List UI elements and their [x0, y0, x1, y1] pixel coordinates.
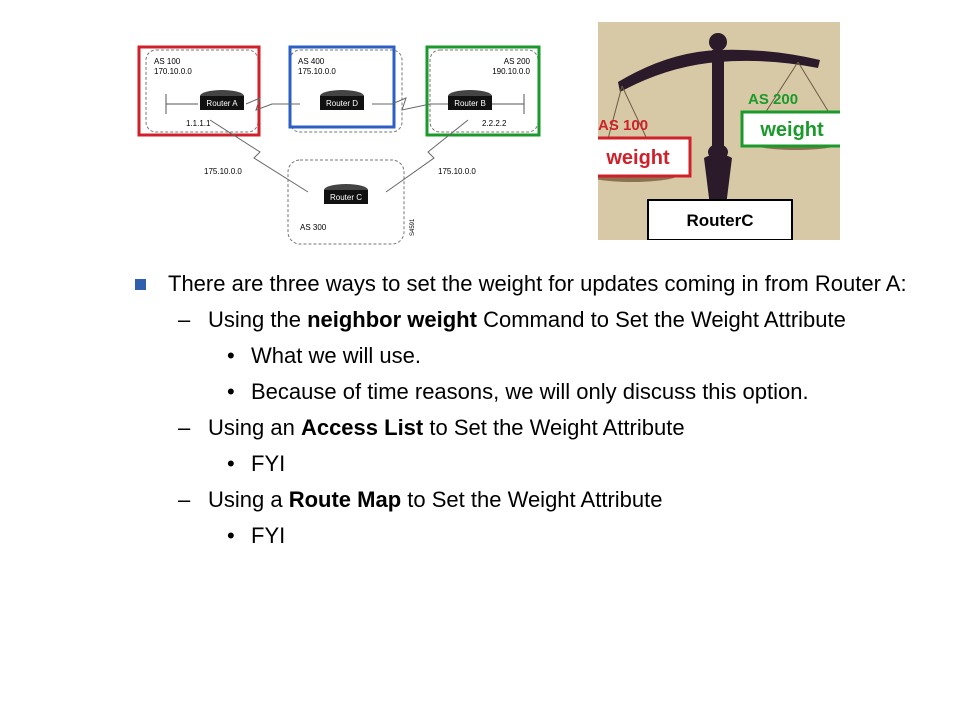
- square-bullet-icon: [135, 279, 146, 290]
- weight-right-label: weight: [759, 119, 824, 141]
- option1-sub1-text: What we will use.: [251, 343, 421, 368]
- as400-label: AS 400: [298, 57, 325, 66]
- option3-sub1-text: FYI: [251, 523, 286, 548]
- option1-post: Command to Set the Weight Attribute: [476, 307, 846, 332]
- bullet-main: There are three ways to set the weight f…: [130, 270, 950, 298]
- weight-left-box: [598, 136, 692, 178]
- weight-left-label: weight: [605, 147, 670, 169]
- router-b-icon: Router B: [448, 90, 492, 110]
- link-b-c: [385, 119, 469, 193]
- option2-sub1-text: FYI: [251, 451, 286, 476]
- option2-bold: Access List: [300, 415, 424, 440]
- weight-scale-illustration: AS 100 AS 200 weight weight RouterC: [598, 22, 840, 240]
- option1-sub2-text: Because of time reasons, we will only di…: [251, 379, 809, 404]
- option-route-map: – Using a Route Map to Set the Weight At…: [130, 486, 950, 514]
- router-d-label: Router D: [326, 99, 358, 108]
- option3-pre: Using a: [208, 487, 289, 512]
- as400-highlight-box: [288, 45, 396, 129]
- as100-cloud: [145, 49, 259, 133]
- dash-bullet: –: [178, 415, 191, 440]
- dot-bullet: •: [227, 343, 235, 368]
- bullet-main-text: There are three ways to set the weight f…: [168, 271, 907, 296]
- bgp-network-diagram: Router A Router D Router B Router C AS 1…: [137, 45, 541, 245]
- link-right-network: 175.10.0.0: [438, 167, 476, 176]
- router-b-ip: 2.2.2.2: [482, 119, 507, 128]
- scale-pole: [712, 50, 724, 150]
- as400-network: 175.10.0.0: [298, 67, 336, 76]
- option1-bold: neighbor weight: [307, 307, 477, 332]
- as100-network: 170.10.0.0: [154, 67, 192, 76]
- link-left-network: 175.10.0.0: [204, 167, 242, 176]
- dash-bullet: –: [178, 487, 191, 512]
- dash-bullet: –: [178, 307, 191, 332]
- routerc-box: [647, 199, 793, 240]
- option2-post: to Set the Weight Attribute: [423, 415, 685, 440]
- as200-network: 190.10.0.0: [492, 67, 530, 76]
- router-a-icon: Router A: [200, 90, 244, 110]
- option3-bold: Route Map: [288, 487, 402, 512]
- link-a-c: [209, 119, 309, 193]
- as200-highlight-box: [425, 45, 541, 137]
- as100-label: AS 100: [154, 57, 181, 66]
- router-b-label: Router B: [454, 99, 486, 108]
- option1-pre: Using the: [208, 307, 308, 332]
- as200-cloud: [429, 49, 539, 133]
- link-d-b: [372, 97, 448, 111]
- as200-scale-label: AS 200: [748, 91, 798, 108]
- as300-label: AS 300: [300, 223, 327, 232]
- figure-id: S4591: [410, 218, 416, 236]
- link-a-d: [245, 97, 300, 111]
- bullet-list: There are three ways to set the weight f…: [130, 270, 950, 558]
- dot-bullet: •: [227, 451, 235, 476]
- router-c-icon: Router C: [324, 184, 368, 204]
- as300-cloud: [287, 159, 405, 245]
- option-neighbor-weight: – Using the neighbor weight Command to S…: [130, 306, 950, 334]
- routerc-label: RouterC: [686, 211, 753, 230]
- option-access-list: – Using an Access List to Set the Weight…: [130, 414, 950, 442]
- weight-right-box: [740, 110, 840, 148]
- dot-bullet: •: [227, 523, 235, 548]
- as100-scale-label: AS 100: [598, 117, 648, 134]
- as400-cloud: [289, 49, 403, 133]
- as200-label: AS 200: [504, 57, 531, 66]
- option1-sub1: • What we will use.: [130, 342, 950, 370]
- scale-beam: [618, 49, 820, 92]
- as100-highlight-box: [137, 45, 261, 137]
- option2-pre: Using an: [208, 415, 301, 440]
- option2-sub1: • FYI: [130, 450, 950, 478]
- dot-bullet: •: [227, 379, 235, 404]
- router-d-icon: Router D: [320, 90, 364, 110]
- router-a-ip: 1.1.1.1: [186, 119, 211, 128]
- option3-sub1: • FYI: [130, 522, 950, 550]
- option3-post: to Set the Weight Attribute: [401, 487, 663, 512]
- scale-base: [704, 154, 732, 206]
- router-c-label: Router C: [330, 193, 362, 202]
- option1-sub2: • Because of time reasons, we will only …: [130, 378, 950, 406]
- router-a-label: Router A: [206, 99, 238, 108]
